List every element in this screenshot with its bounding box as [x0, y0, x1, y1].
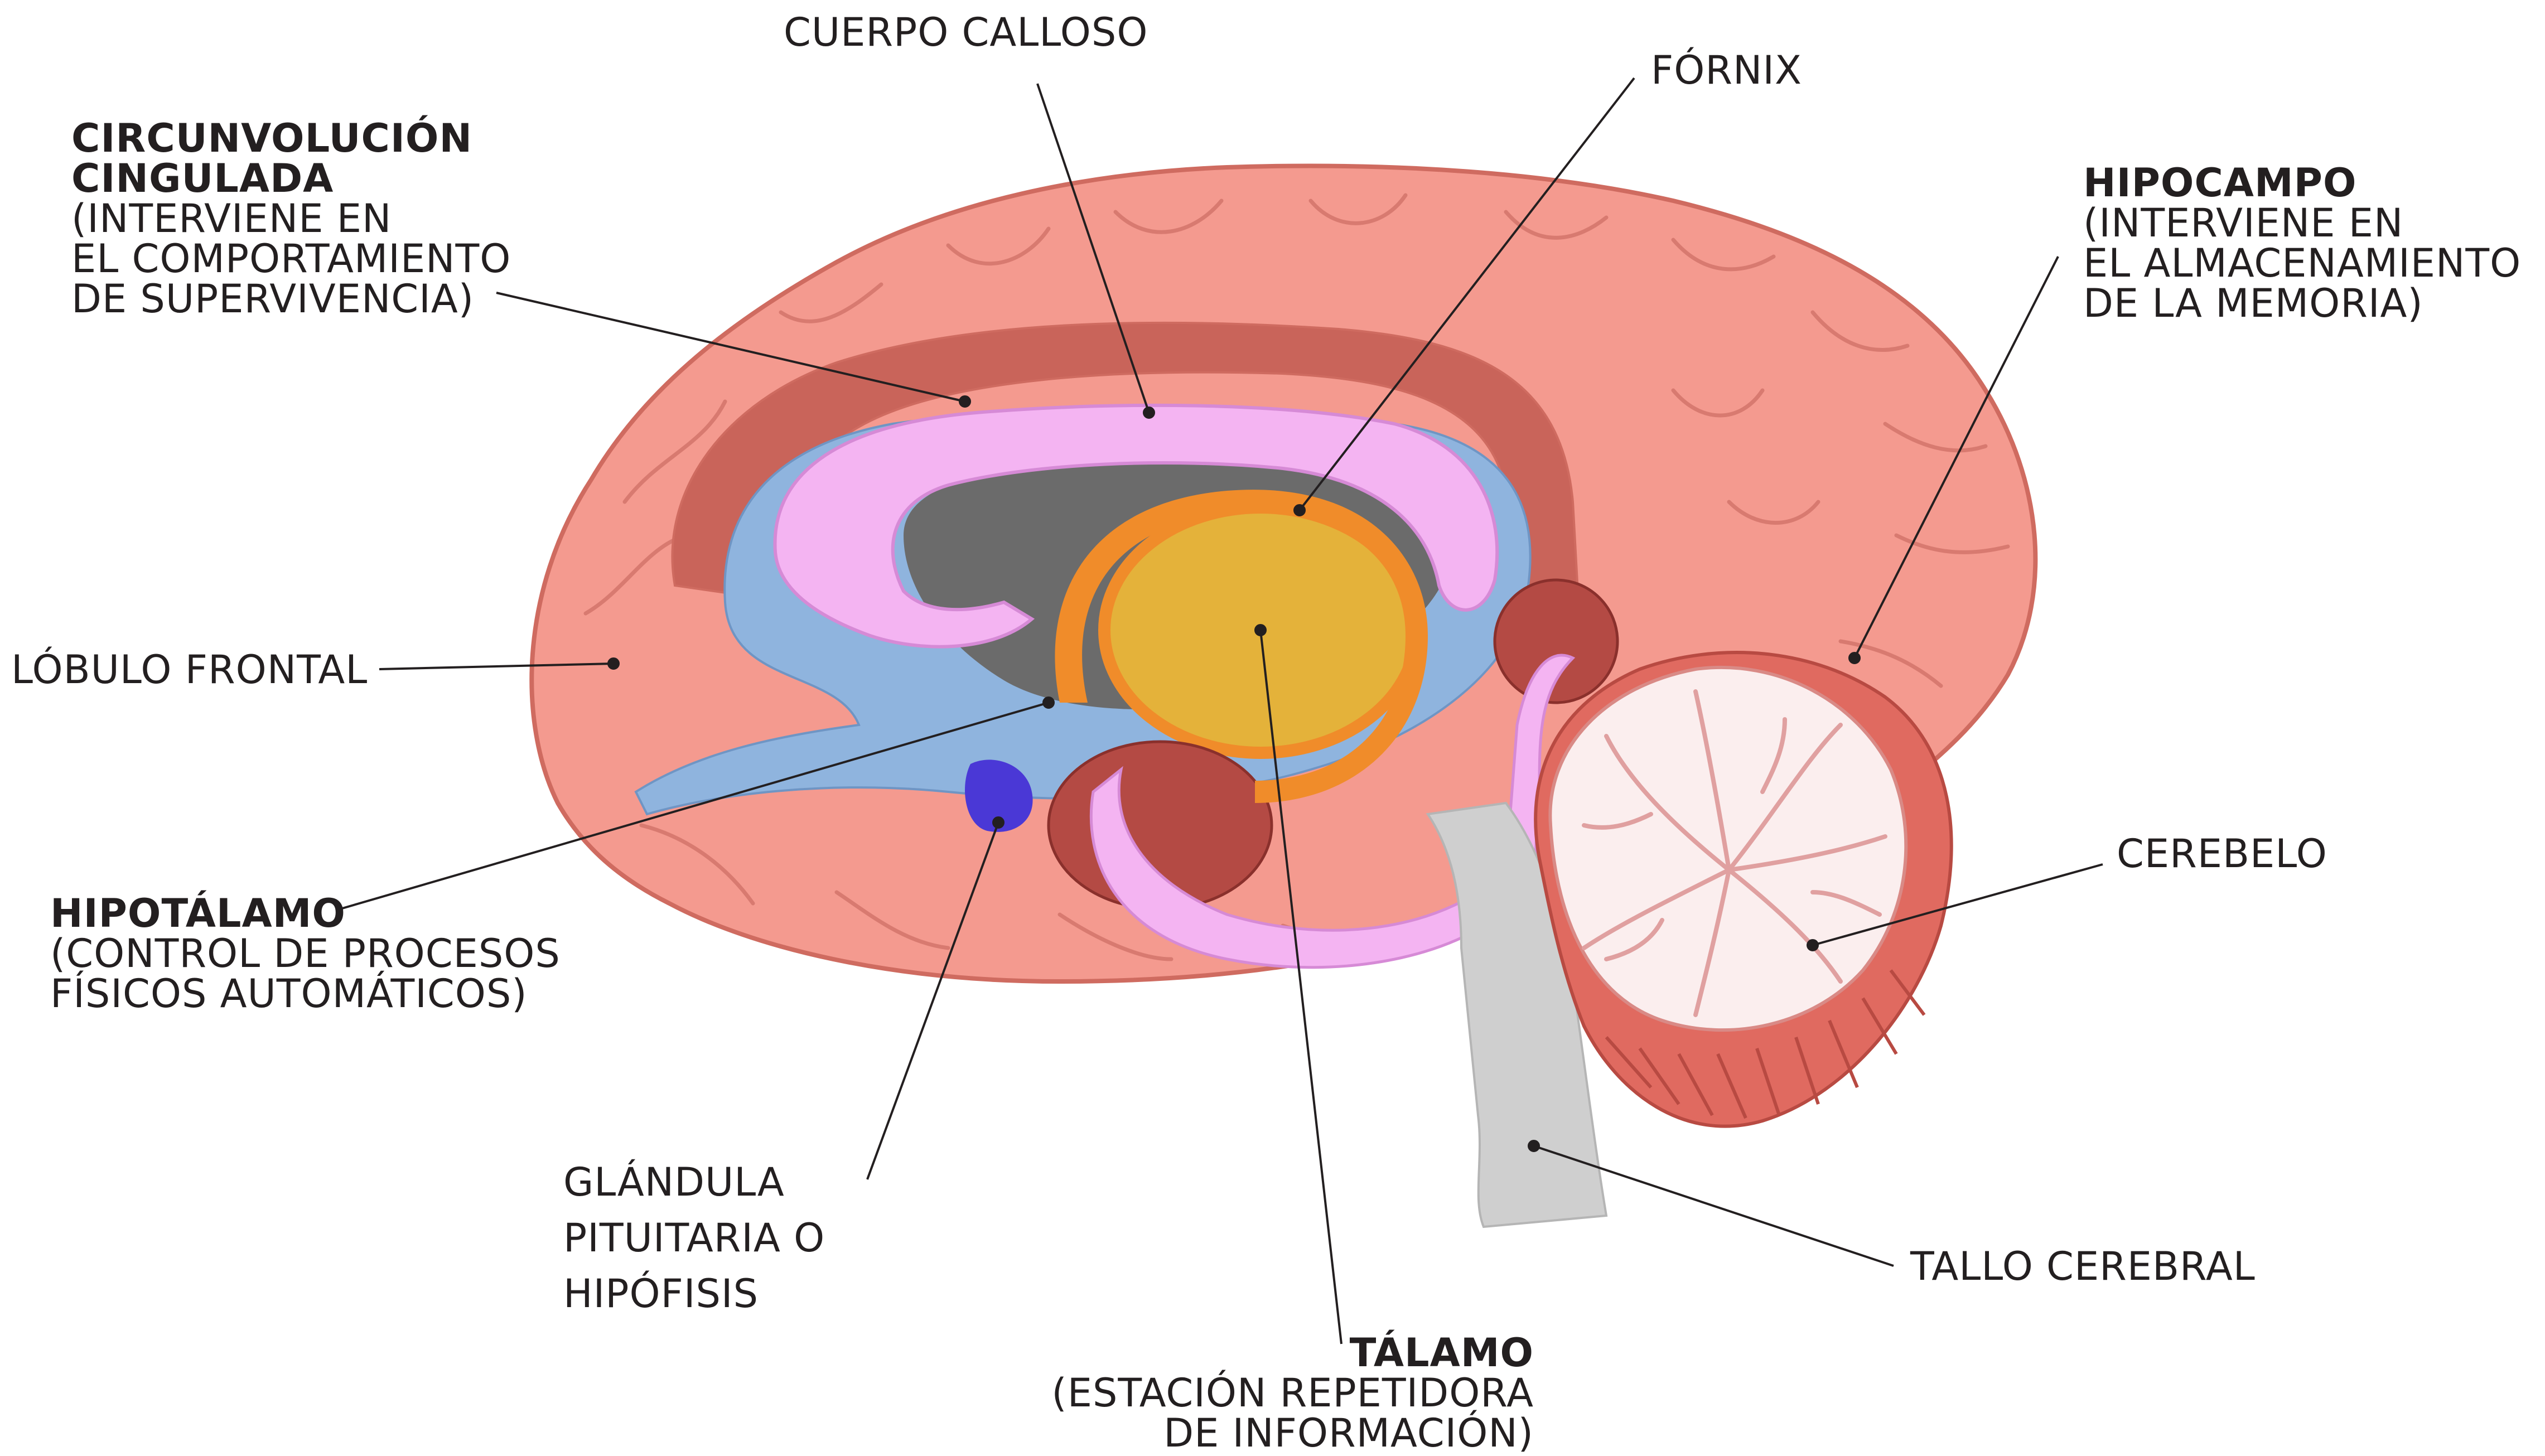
- label-circunvolucion: CIRCUNVOLUCIÓN CINGULADA (INTERVIENE EN …: [71, 118, 511, 319]
- label-hipocampo: HIPOCAMPO (INTERVIENE EN EL ALMACENAMIEN…: [2083, 163, 2521, 323]
- circunvolucion-desc-2: EL COMPORTAMIENTO: [71, 236, 511, 282]
- hipocampo-title: HIPOCAMPO: [2083, 160, 2357, 206]
- label-talamo: TÁLAMO (ESTACIÓN REPETIDORA DE INFORMACI…: [1049, 1333, 1534, 1453]
- hipocampo-desc-1: (INTERVIENE EN: [2083, 200, 2404, 246]
- hipotalamo-desc-2: FÍSICOS AUTOMÁTICOS): [50, 971, 528, 1017]
- pineal-structure: [1493, 578, 1619, 704]
- label-lobulo-frontal: LÓBULO FRONTAL: [11, 650, 368, 690]
- fornix-text: FÓRNIX: [1651, 47, 1802, 93]
- label-fornix: FÓRNIX: [1651, 50, 1802, 90]
- talamo-desc-2: DE INFORMACIÓN): [1163, 1410, 1534, 1456]
- circunvolucion-desc-1: (INTERVIENE EN: [71, 196, 392, 241]
- label-glandula: GLÁNDULA PITUITARIA O HIPÓFISIS: [563, 1154, 825, 1322]
- glandula-line-3: HIPÓFISIS: [563, 1271, 759, 1317]
- hypophysis: [965, 760, 1033, 832]
- hipotalamo-desc-1: (CONTROL DE PROCESOS: [50, 931, 561, 976]
- cerebelo-text: CEREBELO: [2117, 831, 2327, 877]
- glandula-line-2: PITUITARIA O: [563, 1215, 825, 1261]
- label-tallo-cerebral: TALLO CEREBRAL: [1910, 1246, 2256, 1286]
- cuerpo-calloso-text: CUERPO CALLOSO: [784, 9, 1148, 55]
- cerebellum-inner: [1548, 665, 1908, 1032]
- cerebellum-folia: [1605, 969, 1926, 1119]
- circunvolucion-desc-3: DE SUPERVIVENCIA): [71, 276, 475, 322]
- corpus-callosum: [773, 403, 1499, 649]
- hippocampus-curve: [1089, 654, 1576, 969]
- circunvolucion-title-2: CINGULADA: [71, 156, 334, 201]
- glandula-line-1: GLÁNDULA: [563, 1159, 785, 1205]
- hipocampo-desc-2: EL ALMACENAMIENTO: [2083, 240, 2522, 286]
- label-cerebelo: CEREBELO: [2117, 834, 2327, 874]
- leader-lines: [340, 77, 2103, 1344]
- hipotalamo-title: HIPOTÁLAMO: [50, 891, 346, 936]
- label-cuerpo-calloso: CUERPO CALLOSO: [784, 12, 1148, 52]
- hipocampo-desc-3: DE LA MEMORIA): [2083, 280, 2423, 326]
- label-hipotalamo: HIPOTÁLAMO (CONTROL DE PROCESOS FÍSICOS …: [50, 893, 561, 1014]
- circunvolucion-title-1: CIRCUNVOLUCIÓN: [71, 115, 473, 161]
- lobulo-frontal-text: LÓBULO FRONTAL: [11, 647, 368, 693]
- cingulate-gyrus: [671, 321, 1580, 604]
- arbor-vitae: [1582, 689, 1887, 1017]
- talamo-title: TÁLAMO: [1349, 1330, 1534, 1376]
- talamo-desc-1: (ESTACIÓN REPETIDORA: [1051, 1370, 1534, 1416]
- tallo-cerebral-text: TALLO CEREBRAL: [1910, 1244, 2256, 1289]
